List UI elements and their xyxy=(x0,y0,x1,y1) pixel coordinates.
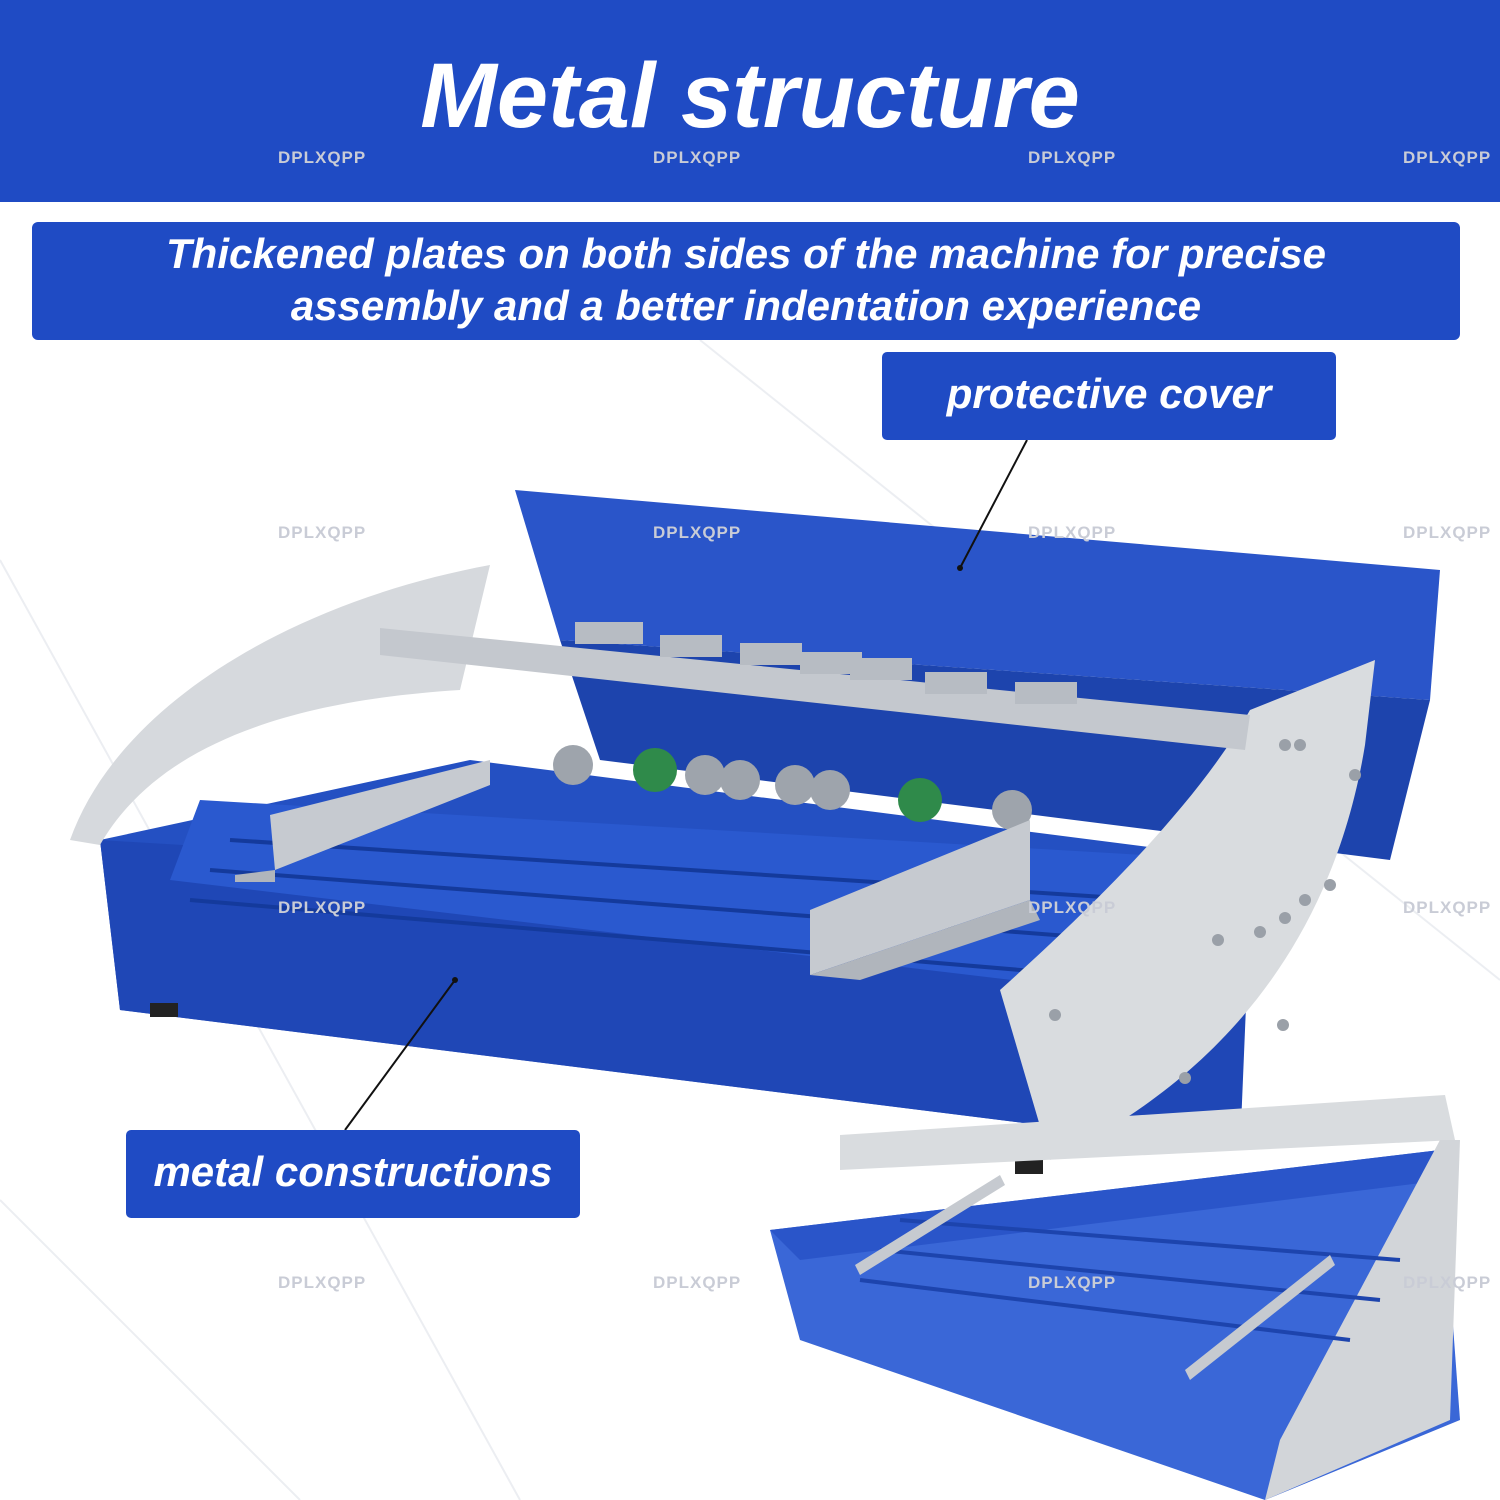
watermark: DPLXQPP xyxy=(653,148,742,167)
watermark: DPLXQPP xyxy=(1028,523,1117,542)
watermark: DPLXQPP xyxy=(1403,523,1492,542)
watermark: DPLXQPP xyxy=(278,523,367,542)
watermark: DPLXQPP xyxy=(653,1273,742,1292)
watermark: DPLXQPP xyxy=(1028,148,1117,167)
watermark: DPLXQPP xyxy=(1028,1273,1117,1292)
watermark: DPLXQPP xyxy=(278,898,367,917)
description-text: Thickened plates on both sides of the ma… xyxy=(32,228,1460,332)
watermark: DPLXQPP xyxy=(653,523,742,542)
right-side-plate xyxy=(1000,660,1375,1160)
watermark: DPLXQPP xyxy=(278,148,367,167)
cover-pointer-line xyxy=(959,439,1028,569)
paper-guide-left xyxy=(270,760,490,870)
watermark: DPLXQPP xyxy=(1403,898,1492,917)
description-line-2: assembly and a better indentation experi… xyxy=(290,282,1202,329)
page-title: Metal structure xyxy=(420,45,1080,147)
callout-protective-cover: protective cover xyxy=(882,352,1336,440)
header-banner: Metal structure xyxy=(0,0,1500,202)
top-rail xyxy=(380,628,1250,750)
watermark: DPLXQPP xyxy=(1403,1273,1492,1292)
watermark: DPLXQPP xyxy=(278,1273,367,1292)
watermark: DPLXQPP xyxy=(1028,898,1117,917)
description-banner: Thickened plates on both sides of the ma… xyxy=(32,222,1460,340)
paper-guide-right xyxy=(810,820,1030,975)
description-line-1: Thickened plates on both sides of the ma… xyxy=(166,230,1326,277)
watermark: DPLXQPP xyxy=(1403,148,1492,167)
callout-metal-constructions: metal constructions xyxy=(126,1130,580,1218)
metal-pointer-line xyxy=(344,979,456,1131)
secondary-machine-view xyxy=(770,1095,1460,1500)
